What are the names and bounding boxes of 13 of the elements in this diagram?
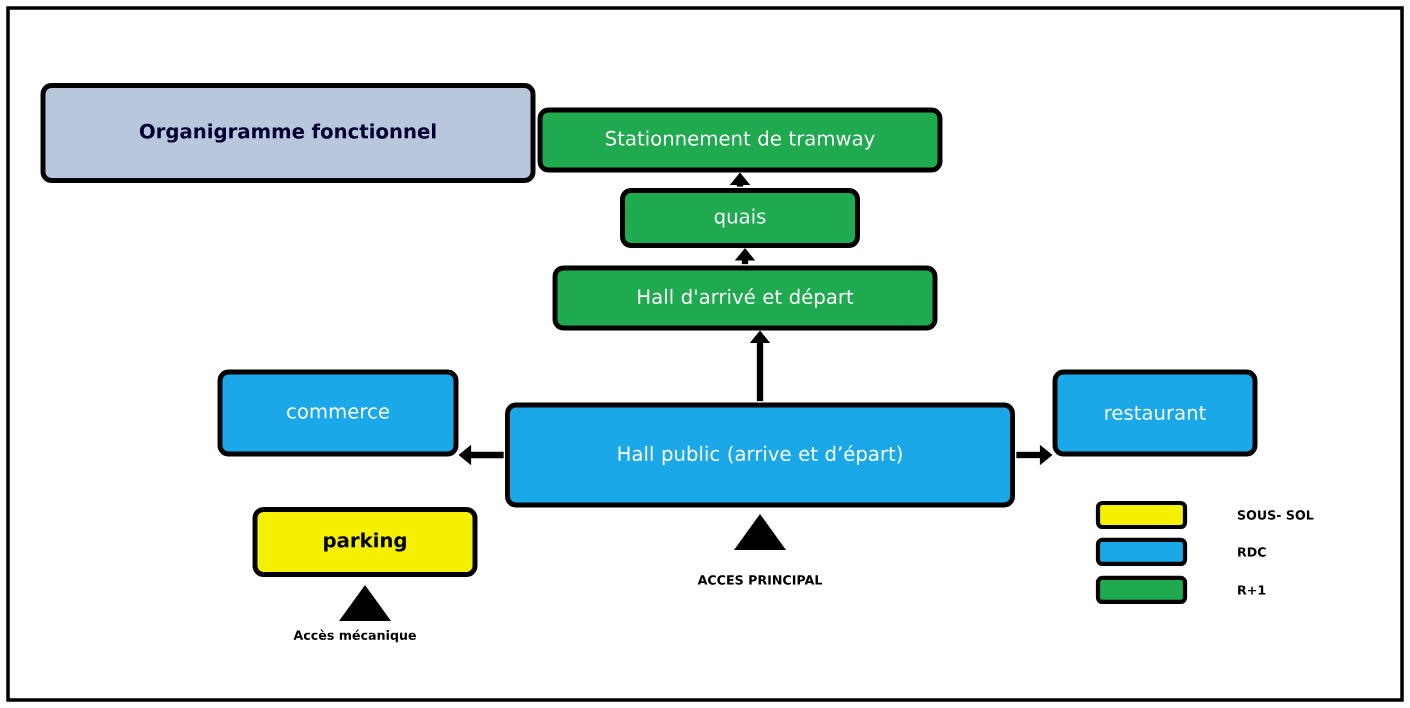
- process-box: quais: [620, 188, 860, 248]
- process-box: Hall public (arrive et d’épart): [505, 402, 1015, 508]
- process-box: Stationnement de tramway: [537, 107, 943, 173]
- process-box: Hall d'arrivé et départ: [552, 265, 938, 331]
- access-label: ACCES PRINCIPAL: [697, 575, 823, 585]
- title-box: Organigramme fonctionnel: [40, 83, 536, 183]
- level-box: parking: [252, 507, 478, 577]
- legend-label: SOUS- SOL: [1237, 510, 1314, 520]
- legend-label: RDC: [1238, 547, 1266, 557]
- process-box: restaurant: [1052, 369, 1258, 457]
- legend-label: R+1: [1238, 585, 1266, 595]
- process-box: commerce: [217, 369, 459, 457]
- access-label: Accès mécanique: [293, 629, 416, 643]
